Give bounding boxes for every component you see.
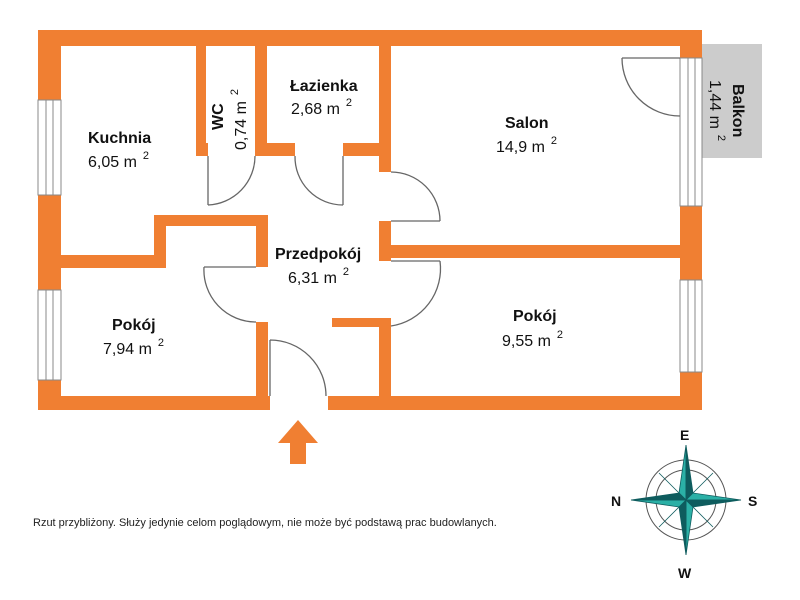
compass-label-left: N: [611, 493, 621, 509]
room-balkon-area: 1,44 m2: [706, 80, 727, 141]
room-balkon-name: Balkon: [729, 84, 746, 137]
door-pokoj-right: [390, 260, 442, 327]
wall-top: [38, 30, 702, 46]
wall-hall-stub: [332, 318, 391, 327]
compass-label-bottom: W: [678, 565, 692, 581]
door-salon: [390, 171, 441, 222]
room-kuchnia-name: Kuchnia: [88, 130, 151, 147]
wall-bath-bottom-c: [343, 143, 391, 156]
room-wc-area: 0,74 m2: [229, 89, 250, 150]
windows: [37, 57, 703, 381]
entrance-arrow-icon: [278, 420, 318, 464]
wall-pokoj-hall-b: [256, 322, 268, 410]
door-pokoj-left: [203, 266, 257, 323]
window-pokoj-right: [679, 279, 703, 373]
wall-step-top: [154, 215, 268, 226]
disclaimer-text: Rzut przybliżony. Służy jedynie celom po…: [33, 517, 497, 529]
room-pokoj1-name: Pokój: [112, 317, 156, 334]
wall-salon-pokoj: [379, 245, 682, 258]
wall-kitchen-bottom: [38, 255, 166, 268]
compass-label-top: E: [680, 427, 689, 443]
room-lazienka-name: Łazienka: [290, 78, 358, 95]
door-kitchen: [207, 155, 256, 206]
window-glazing: [45, 58, 696, 380]
room-wc-name: WC: [210, 103, 227, 130]
wall-bottom-right: [328, 396, 702, 410]
wall-step-vertical: [154, 215, 166, 268]
window-kitchen: [37, 99, 62, 196]
wall-wc-lazienka: [255, 44, 267, 156]
room-przedpokoj-name: Przedpokój: [275, 246, 361, 263]
window-salon: [679, 57, 703, 207]
wall-bath-bottom-a: [196, 143, 208, 156]
wall-pokoj-hall-a: [256, 215, 268, 267]
wall-kitchen-wc: [196, 44, 206, 156]
wall-hall-right-a: [379, 156, 391, 172]
wall-bath-bottom-b: [255, 143, 295, 156]
compass-rose-icon: E N S W: [611, 427, 757, 581]
room-pokoj2-name: Pokój: [513, 308, 557, 325]
doors: [203, 57, 681, 397]
wall-bottom-left: [38, 396, 270, 410]
wall-lazienka-salon: [379, 44, 391, 156]
door-entrance: [269, 339, 327, 397]
window-pokoj-left: [37, 289, 62, 381]
door-salon-balcony: [621, 57, 681, 117]
wall-hall-right-c: [379, 326, 391, 410]
room-salon-name: Salon: [505, 115, 549, 132]
door-lazienka: [294, 155, 344, 206]
compass-label-right: S: [748, 493, 757, 509]
balcony-area: [700, 44, 762, 158]
